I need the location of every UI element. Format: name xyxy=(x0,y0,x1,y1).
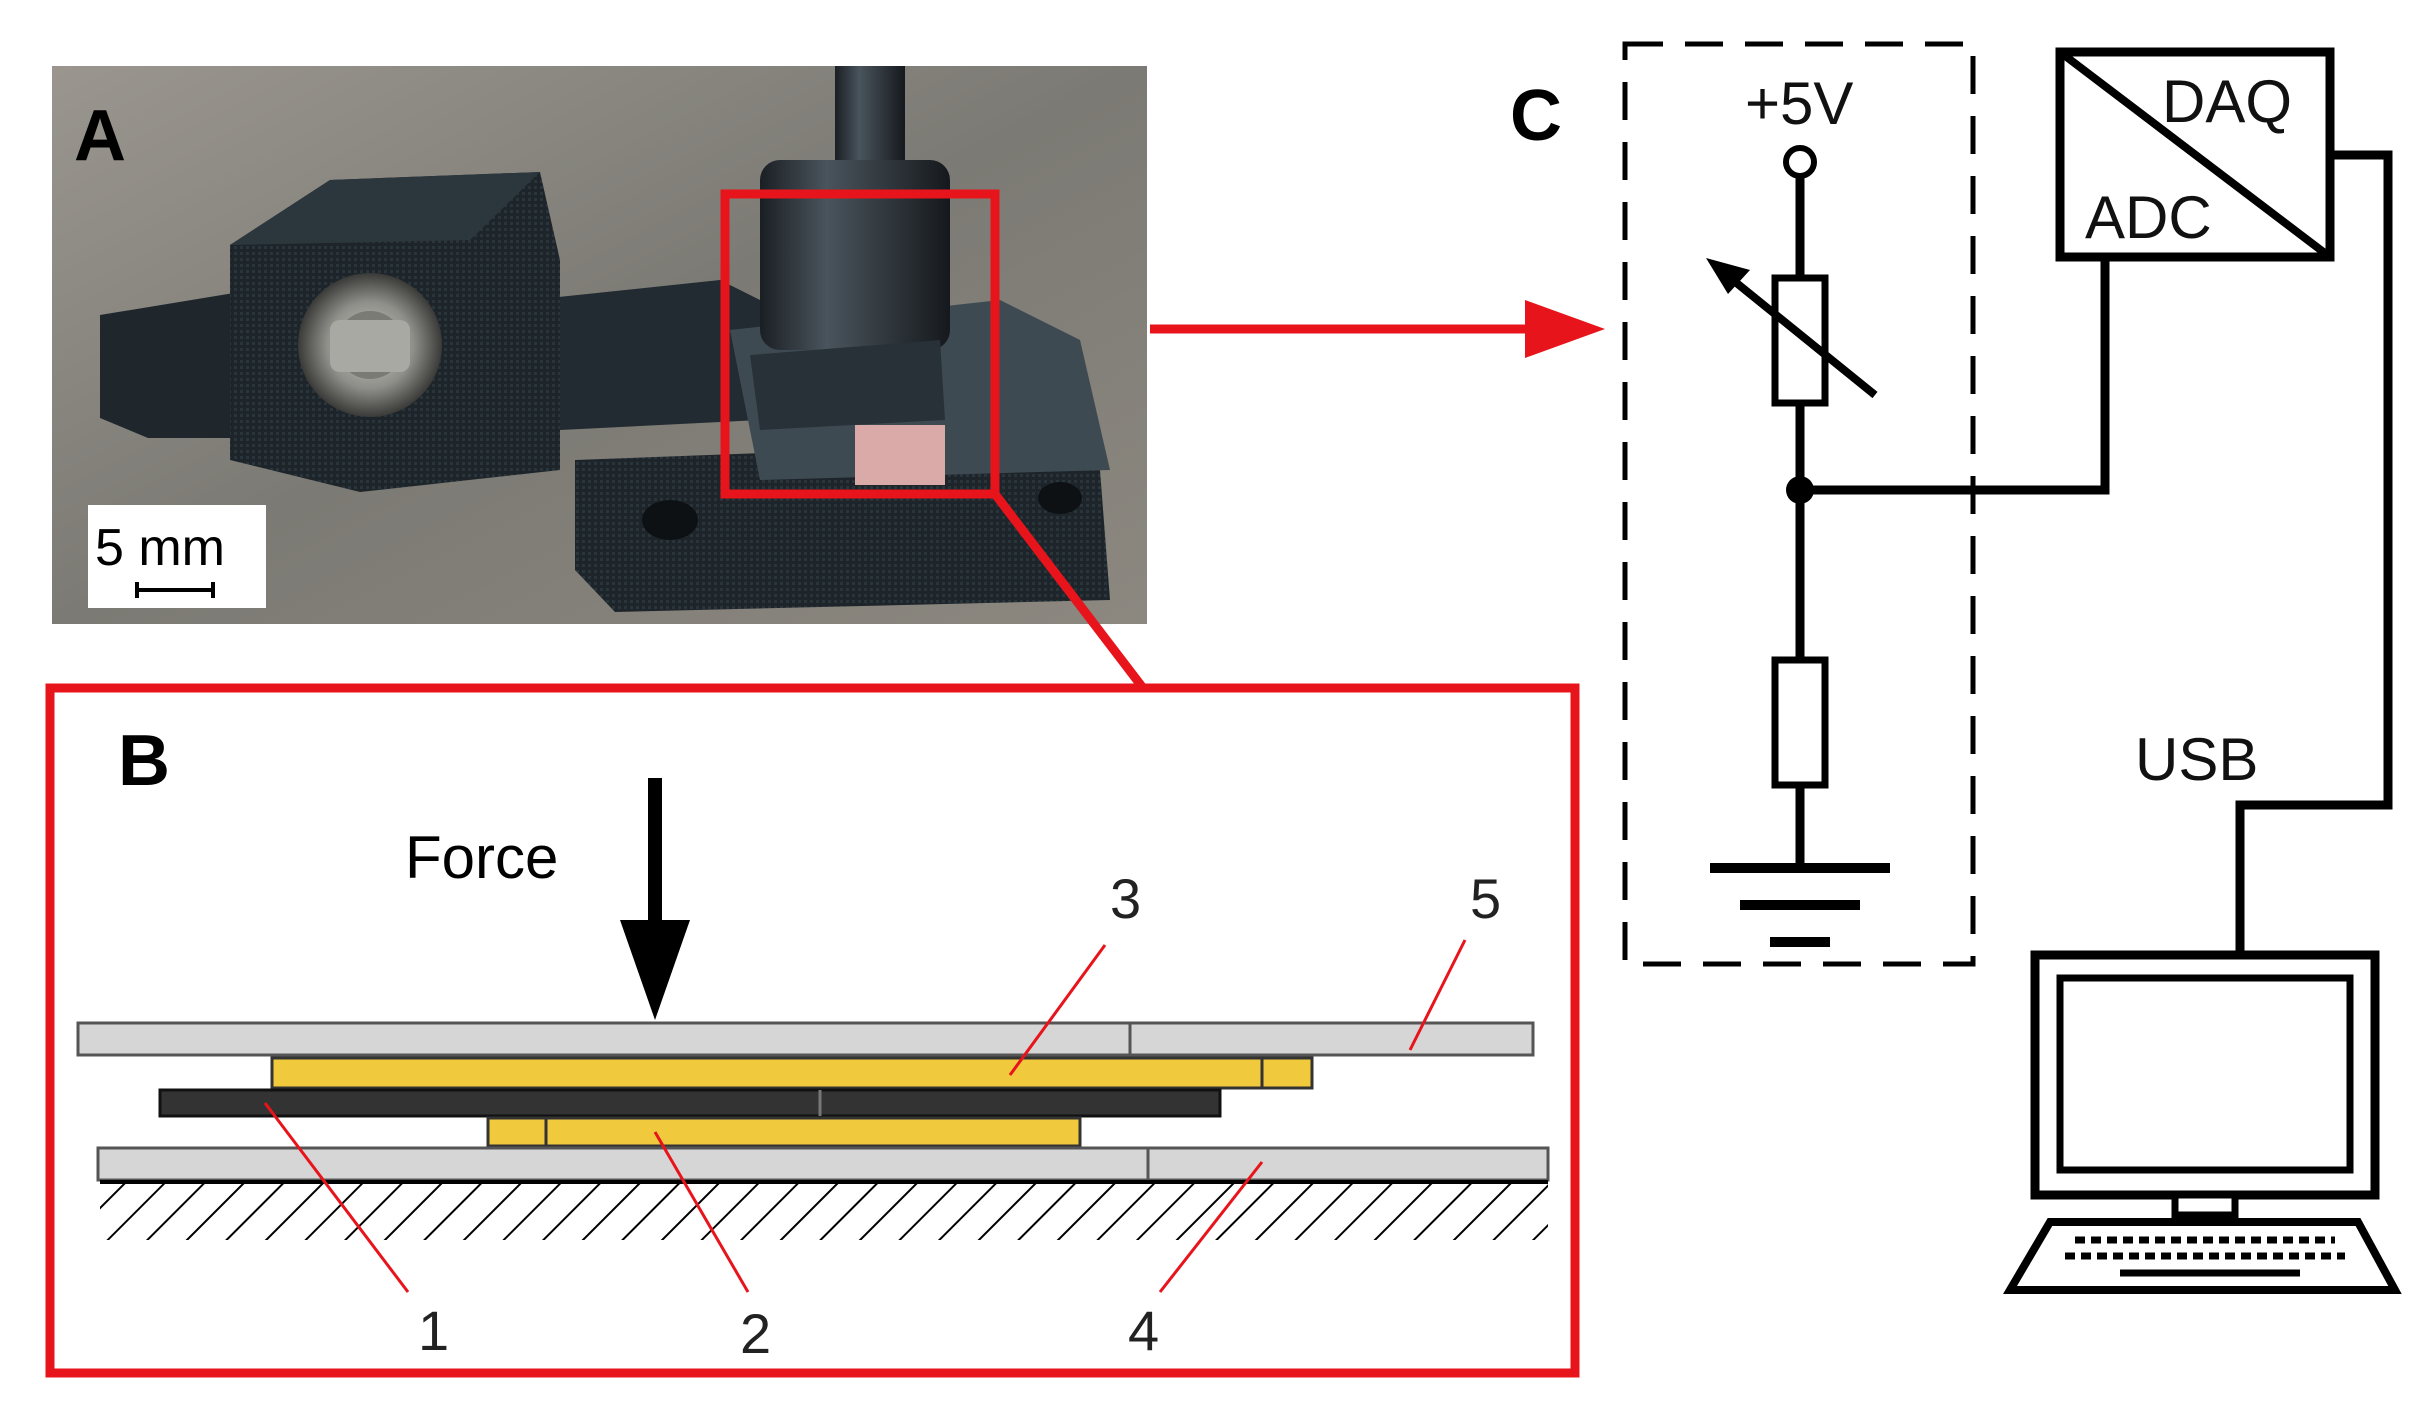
variable-resistor xyxy=(1771,274,1829,407)
photo-hole-left xyxy=(642,500,698,540)
photo-base-plate xyxy=(575,445,1110,612)
photo-sensor-film xyxy=(855,425,945,485)
force-arrow-head xyxy=(620,920,690,1020)
variable-resistor-arrow-head xyxy=(1706,258,1750,294)
panel-label-a: A xyxy=(74,96,126,176)
bottom-plate xyxy=(96,1146,1550,1182)
leader-line-4 xyxy=(1158,1161,1264,1293)
daq-block-diagonal xyxy=(2057,48,2333,261)
photo-piston-holder xyxy=(750,340,945,430)
top-electrode xyxy=(270,1056,1314,1090)
computer-stand xyxy=(2171,1191,2239,1219)
part-number-3: 3 xyxy=(1110,867,1141,930)
part-number-2: 2 xyxy=(740,1302,771,1365)
cross-section-panel: B Force 1 2 3 4 5 xyxy=(45,683,1580,1378)
photo-piston xyxy=(760,160,950,350)
supply-label: +5V xyxy=(1745,70,1853,137)
usb-label: USB xyxy=(2135,726,2258,793)
keyboard-keys xyxy=(2065,1236,2345,1277)
photo-axle xyxy=(330,320,410,372)
leader-line-2 xyxy=(653,1131,750,1293)
arrow-to-circuit-head xyxy=(1525,300,1605,358)
leader-line-3 xyxy=(1008,944,1107,1076)
bottom-electrode xyxy=(486,1116,1082,1148)
supply-terminal xyxy=(1783,145,1817,179)
adc-label: ADC xyxy=(2085,184,2212,251)
photo-block-top xyxy=(230,172,540,245)
sensor-module-box xyxy=(1622,41,1976,967)
daq-label: DAQ xyxy=(2162,68,2292,135)
panel-label-b: B xyxy=(118,721,170,801)
leader-line-1 xyxy=(263,1102,410,1293)
scale-bar-label: 5 mm xyxy=(95,519,225,577)
part-number-4: 4 xyxy=(1128,1299,1159,1362)
part-number-1: 1 xyxy=(418,1299,449,1362)
leader-line-5 xyxy=(1408,939,1467,1051)
force-label: Force xyxy=(405,824,558,891)
photo-highlight-box xyxy=(720,189,1000,499)
panel-label-c: C xyxy=(1510,76,1562,156)
wire-node-to-adc xyxy=(1800,258,2110,495)
top-plate xyxy=(76,1021,1535,1057)
circuit-panel: C +5V DAQ ADC USB xyxy=(1510,41,2402,1294)
fixed-resistor xyxy=(1771,656,1829,789)
zoom-connector-line xyxy=(991,491,1147,691)
photo-hole-right xyxy=(1038,482,1082,514)
part-number-5: 5 xyxy=(1470,867,1501,930)
computer-screen xyxy=(2056,974,2354,1174)
sensing-film xyxy=(158,1088,1222,1118)
photo-panel: 5 mm A xyxy=(52,66,1147,624)
photo-middle-bar xyxy=(530,280,760,430)
variable-resistor-arrow xyxy=(1715,264,1878,399)
ground-hatching xyxy=(100,1182,1548,1240)
usb-cable xyxy=(2235,150,2393,955)
